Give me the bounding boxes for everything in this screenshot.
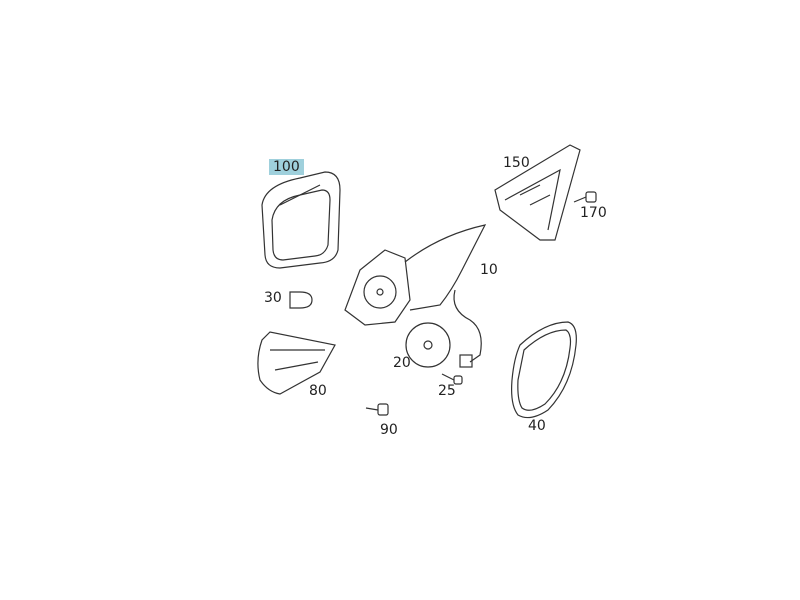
label-part-150[interactable]: 150 <box>503 155 530 171</box>
label-part-20[interactable]: 20 <box>393 355 411 371</box>
label-part-90[interactable]: 90 <box>380 422 398 438</box>
label-part-25[interactable]: 25 <box>438 383 456 399</box>
label-part-40[interactable]: 40 <box>528 418 546 434</box>
part-25-screw <box>441 373 463 385</box>
part-20-adjust-motor <box>405 322 451 368</box>
label-part-30[interactable]: 30 <box>264 290 282 306</box>
label-part-170[interactable]: 170 <box>580 205 607 221</box>
part-90-screw <box>365 403 389 416</box>
part-150-mount-bracket <box>494 144 581 241</box>
part-40-mirror-glass <box>511 321 577 419</box>
label-part-100[interactable]: 100 <box>269 159 304 175</box>
label-part-10[interactable]: 10 <box>480 262 498 278</box>
part-80-lower-cover <box>257 331 336 395</box>
part-100-housing-cover <box>261 171 341 269</box>
part-170-screw <box>573 191 597 203</box>
part-10-mirror-base <box>344 224 487 368</box>
part-30-bulb <box>289 291 313 309</box>
label-part-80[interactable]: 80 <box>309 383 327 399</box>
